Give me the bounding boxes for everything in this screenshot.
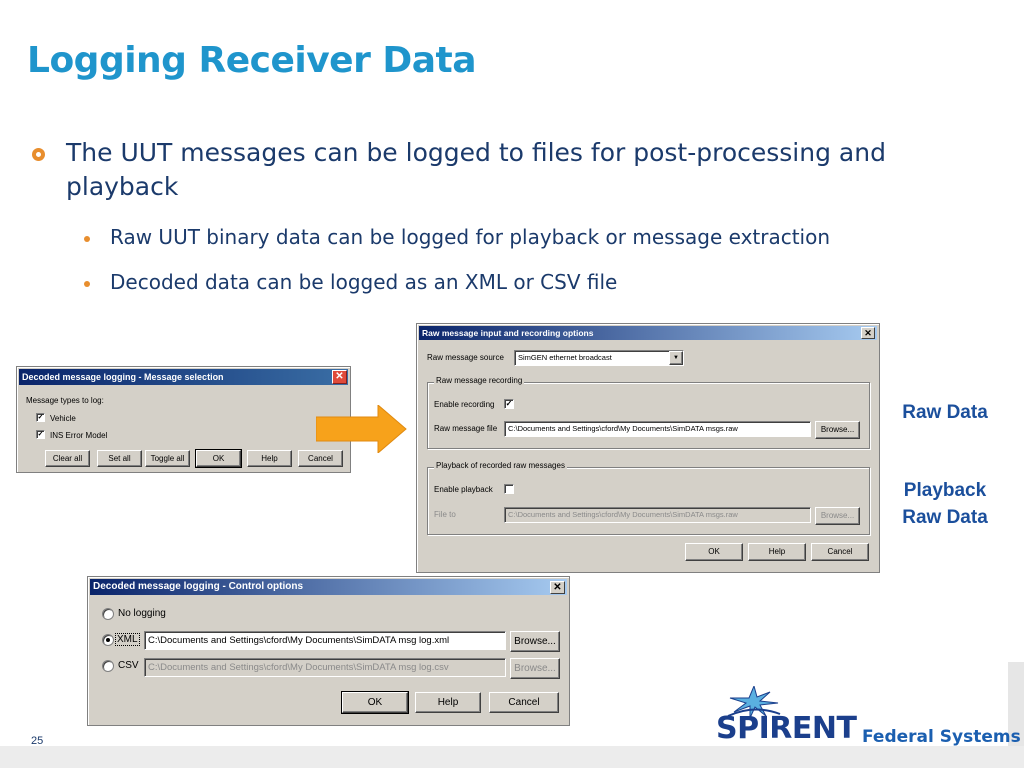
file-to-label: File to	[434, 510, 456, 519]
set-all-button[interactable]: Set all	[97, 450, 142, 467]
footer-bar	[0, 746, 1024, 768]
help-button[interactable]: Help	[247, 450, 292, 467]
enable-playback-checkbox[interactable]	[504, 484, 514, 494]
right-arrow-icon	[316, 405, 407, 453]
file-to-input[interactable]: C:\Documents and Settings\cford\My Docum…	[504, 507, 811, 523]
toggle-all-button[interactable]: Toggle all	[145, 450, 190, 467]
raw-message-recording-group: Raw message recording	[427, 376, 870, 449]
help-button[interactable]: Help	[415, 692, 481, 713]
ins-error-model-checkbox[interactable]: ✓	[36, 430, 45, 439]
ok-button[interactable]: OK	[195, 449, 242, 468]
vehicle-label: Vehicle	[50, 414, 76, 423]
group-label: Playback of recorded raw messages	[434, 461, 567, 470]
enable-recording-checkbox[interactable]: ✓	[504, 399, 514, 409]
ok-button[interactable]: OK	[341, 691, 409, 714]
playback-label: Playback	[903, 480, 987, 501]
chevron-down-icon[interactable]: ▼	[669, 351, 683, 365]
vehicle-checkbox[interactable]: ✓	[36, 413, 45, 422]
close-icon[interactable]: ✕	[332, 370, 347, 384]
page-number: 25	[31, 735, 44, 747]
close-icon[interactable]: ✕	[861, 327, 875, 339]
bullet-dot-icon	[84, 281, 90, 287]
playback-group: Playback of recorded raw messages	[427, 461, 870, 535]
enable-playback-label: Enable playback	[434, 485, 493, 494]
raw-message-source-select[interactable]: SimGEN ethernet broadcast	[514, 350, 684, 366]
csv-radio[interactable]	[102, 660, 114, 672]
help-button[interactable]: Help	[748, 543, 806, 561]
federal-systems-text: Federal Systems	[862, 727, 1021, 747]
clear-all-button[interactable]: Clear all	[45, 450, 90, 467]
group-label: Raw message recording	[434, 376, 525, 385]
right-decoration	[1008, 662, 1024, 746]
dialog-title-bar: Decoded message logging - Message select…	[19, 369, 348, 385]
bullet-dot-icon	[84, 236, 90, 242]
xml-label: XML	[115, 633, 140, 646]
raw-message-file-label: Raw message file	[434, 424, 498, 433]
raw-message-file-input[interactable]: C:\Documents and Settings\cford\My Docum…	[504, 421, 811, 437]
xml-radio[interactable]	[102, 634, 114, 646]
no-logging-label: No logging	[118, 608, 166, 619]
bullet-ring-icon	[32, 148, 45, 161]
browse-button-disabled[interactable]: Browse...	[510, 658, 560, 679]
message-selection-dialog: Decoded message logging - Message select…	[16, 366, 351, 473]
sub-bullet-text: Raw UUT binary data can be logged for pl…	[110, 225, 831, 249]
playback-raw-data-label: Raw Data	[902, 507, 988, 528]
xml-path-input[interactable]: C:\Documents and Settings\cford\My Docum…	[144, 631, 506, 650]
control-options-dialog: Decoded message logging - Control option…	[87, 576, 570, 726]
sub-bullet-text: Decoded data can be logged as an XML or …	[110, 270, 618, 294]
main-bullet-text: The UUT messages can be logged to files …	[66, 138, 886, 201]
star-burst-icon	[727, 686, 781, 719]
browse-button[interactable]: Browse...	[510, 631, 560, 652]
cancel-button[interactable]: Cancel	[811, 543, 869, 561]
raw-message-source-label: Raw message source	[427, 353, 504, 362]
spirent-logo: SPIRENT	[716, 711, 857, 746]
cancel-button[interactable]: Cancel	[489, 692, 559, 713]
ins-error-model-label: INS Error Model	[50, 431, 108, 440]
dialog-title-bar: Decoded message logging - Control option…	[90, 579, 567, 595]
message-types-label: Message types to log:	[26, 396, 104, 405]
dialog-title-bar: Raw message input and recording options	[419, 326, 877, 340]
slide-title: Logging Receiver Data	[27, 40, 477, 81]
ok-button[interactable]: OK	[685, 543, 743, 561]
no-logging-radio[interactable]	[102, 608, 114, 620]
browse-button[interactable]: Browse...	[815, 421, 860, 439]
raw-data-label: Raw Data	[902, 402, 988, 423]
csv-path-input[interactable]: C:\Documents and Settings\cford\My Docum…	[144, 658, 506, 677]
close-icon[interactable]: ✕	[550, 581, 565, 594]
raw-message-options-dialog: Raw message input and recording options …	[416, 323, 880, 573]
cancel-button[interactable]: Cancel	[298, 450, 343, 467]
csv-label: CSV	[118, 660, 139, 671]
enable-recording-label: Enable recording	[434, 400, 495, 409]
browse-button-disabled[interactable]: Browse...	[815, 507, 860, 525]
